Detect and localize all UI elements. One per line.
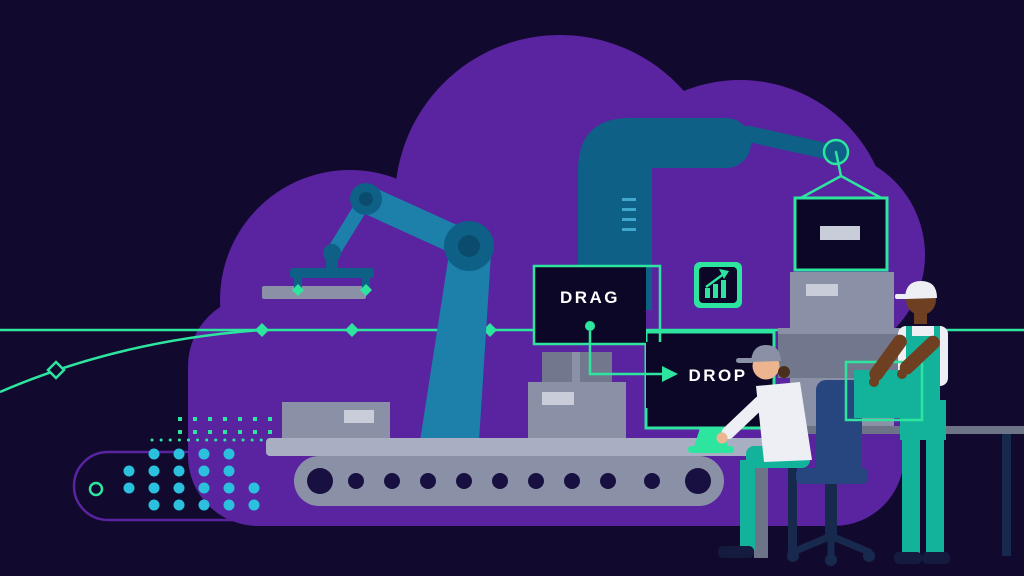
box-label xyxy=(542,392,574,405)
gripper-bar xyxy=(290,268,374,278)
standing-worker xyxy=(844,281,950,564)
worker-arm xyxy=(899,335,940,375)
chair-back xyxy=(816,380,862,476)
worker-hand xyxy=(897,369,907,379)
rounded-outline xyxy=(72,450,274,522)
diamond-node-icon xyxy=(483,323,497,337)
drag-label: DRAG xyxy=(560,288,620,307)
office-chair xyxy=(787,380,875,566)
diamond-node-icon xyxy=(255,323,269,337)
worker-hair-bun xyxy=(778,366,790,378)
chair-seat xyxy=(796,468,868,484)
right-platform xyxy=(772,426,1024,556)
conveyor-belt xyxy=(294,456,724,506)
chair-base xyxy=(789,532,873,560)
chair-pedestal xyxy=(825,484,837,536)
worker-leg xyxy=(902,424,920,556)
lifted-box xyxy=(793,196,889,272)
arrow-right-icon xyxy=(662,366,678,382)
stacked-box xyxy=(790,272,894,328)
box-label xyxy=(806,284,838,296)
cyan-dot-grid xyxy=(123,448,260,511)
worker-arm xyxy=(721,396,767,440)
diamond-node-icon xyxy=(345,323,359,337)
worker-hand xyxy=(869,377,879,387)
drop-label: DROP xyxy=(688,366,747,385)
worker-hand xyxy=(716,432,728,444)
seated-worker xyxy=(716,345,812,558)
cap-brim xyxy=(895,294,908,299)
gripper-diamond-icon xyxy=(292,284,304,296)
desk-leg xyxy=(754,456,768,558)
bottom-left-decor xyxy=(72,417,288,522)
robot-arm-left xyxy=(290,183,494,441)
worker-cap xyxy=(751,345,781,362)
gripper-diamond-icon xyxy=(360,284,372,296)
worker-shoe xyxy=(718,546,754,558)
tiny-square-dots xyxy=(178,417,272,434)
worker-leg xyxy=(926,424,944,556)
connector-node-dot xyxy=(585,321,595,331)
package-box xyxy=(528,382,626,438)
box-label xyxy=(820,226,860,240)
circle-node-icon xyxy=(88,481,104,497)
drop-box[interactable]: DROP xyxy=(646,342,772,408)
drag-box[interactable]: DRAG xyxy=(532,264,662,346)
conveyor-roller xyxy=(685,468,711,494)
worker-shoe xyxy=(894,552,922,564)
worker-arm xyxy=(869,334,907,382)
chart-icon xyxy=(694,262,742,308)
work-table xyxy=(266,438,784,456)
table-boxes xyxy=(282,352,626,438)
worker-shoe xyxy=(922,552,950,564)
drag-drop-connector xyxy=(588,331,678,382)
curved-network-line xyxy=(0,328,263,394)
robot-body-ticks xyxy=(622,198,636,231)
worker-neck xyxy=(914,312,927,324)
robot-arm-overhead xyxy=(578,118,889,310)
box-label xyxy=(344,410,374,423)
worker-shin xyxy=(740,460,755,550)
cap-brim xyxy=(736,358,754,363)
monitor-base xyxy=(688,446,734,453)
carried-box xyxy=(844,360,924,422)
shelf xyxy=(262,286,366,299)
worker-cap xyxy=(905,281,937,299)
crane-cables xyxy=(795,150,887,202)
worker-torso xyxy=(756,382,812,462)
conveyor-roller xyxy=(307,468,333,494)
diamond-node-outline-icon xyxy=(46,360,66,380)
